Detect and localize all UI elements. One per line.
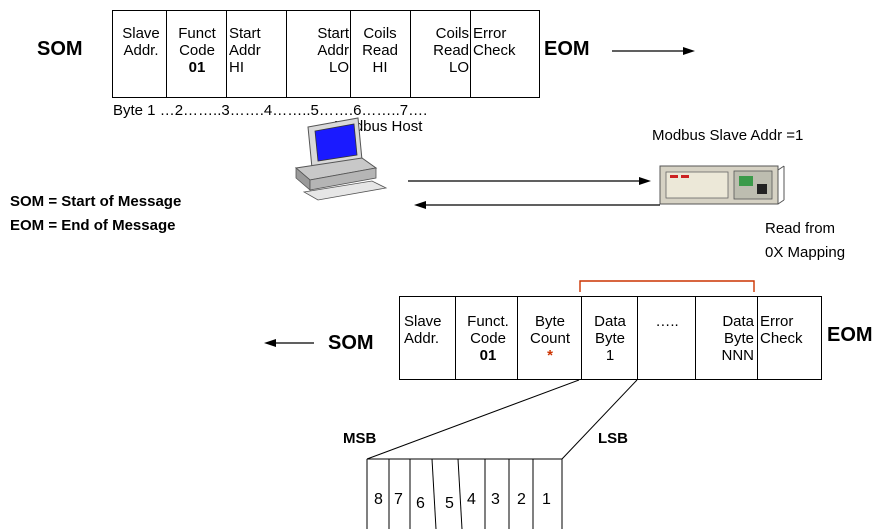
legend-eom: EOM = End of Message: [10, 217, 176, 234]
response-divider: [455, 297, 456, 379]
response-som-arrow: [264, 339, 314, 347]
request-divider: [470, 11, 471, 97]
response-divider: [581, 297, 582, 379]
response-som-label: SOM: [328, 332, 374, 354]
bit-1: 1: [542, 491, 551, 508]
byte-index-label: Byte 1 …2……..3…….4……..5…….6……..7….: [113, 102, 428, 119]
response-divider: [637, 297, 638, 379]
data-bytes-bracket: [579, 280, 755, 292]
response-divider: [695, 297, 696, 379]
request-eom-arrow: [612, 47, 695, 55]
request-divider: [166, 11, 167, 97]
plc-device-icon: [659, 165, 785, 205]
slave-to-host-arrow: [414, 201, 660, 209]
response-eom-label: EOM: [827, 324, 873, 346]
request-divider: [410, 11, 411, 97]
bit-6: 6: [416, 495, 425, 512]
msb-label: MSB: [343, 430, 377, 447]
bit-7: 7: [394, 491, 403, 508]
mapping-label: 0X Mapping: [765, 244, 846, 261]
response-divider: [517, 297, 518, 379]
bit-3: 3: [491, 491, 500, 508]
expansion-lines: [366, 379, 638, 460]
request-divider: [286, 11, 287, 97]
slave-label: Modbus Slave Addr =1: [652, 127, 804, 144]
request-som-label: SOM: [37, 38, 83, 60]
computer-icon: [294, 117, 388, 201]
read-from-label: Read from: [765, 220, 836, 237]
bit-2: 2: [517, 491, 526, 508]
byte-count-asterisk: *: [547, 347, 553, 364]
request-divider: [350, 11, 351, 97]
legend-som: SOM = Start of Message: [10, 193, 182, 210]
request-eom-label: EOM: [544, 38, 590, 60]
response-field: …..: [655, 313, 679, 330]
bit-8: 8: [374, 491, 383, 508]
bit-box: [366, 458, 563, 529]
bit-4: 4: [467, 491, 476, 508]
request-divider: [226, 11, 227, 97]
response-divider: [757, 297, 758, 379]
host-to-slave-arrow: [408, 177, 651, 185]
lsb-label: LSB: [598, 430, 628, 447]
bit-5: 5: [445, 495, 454, 512]
